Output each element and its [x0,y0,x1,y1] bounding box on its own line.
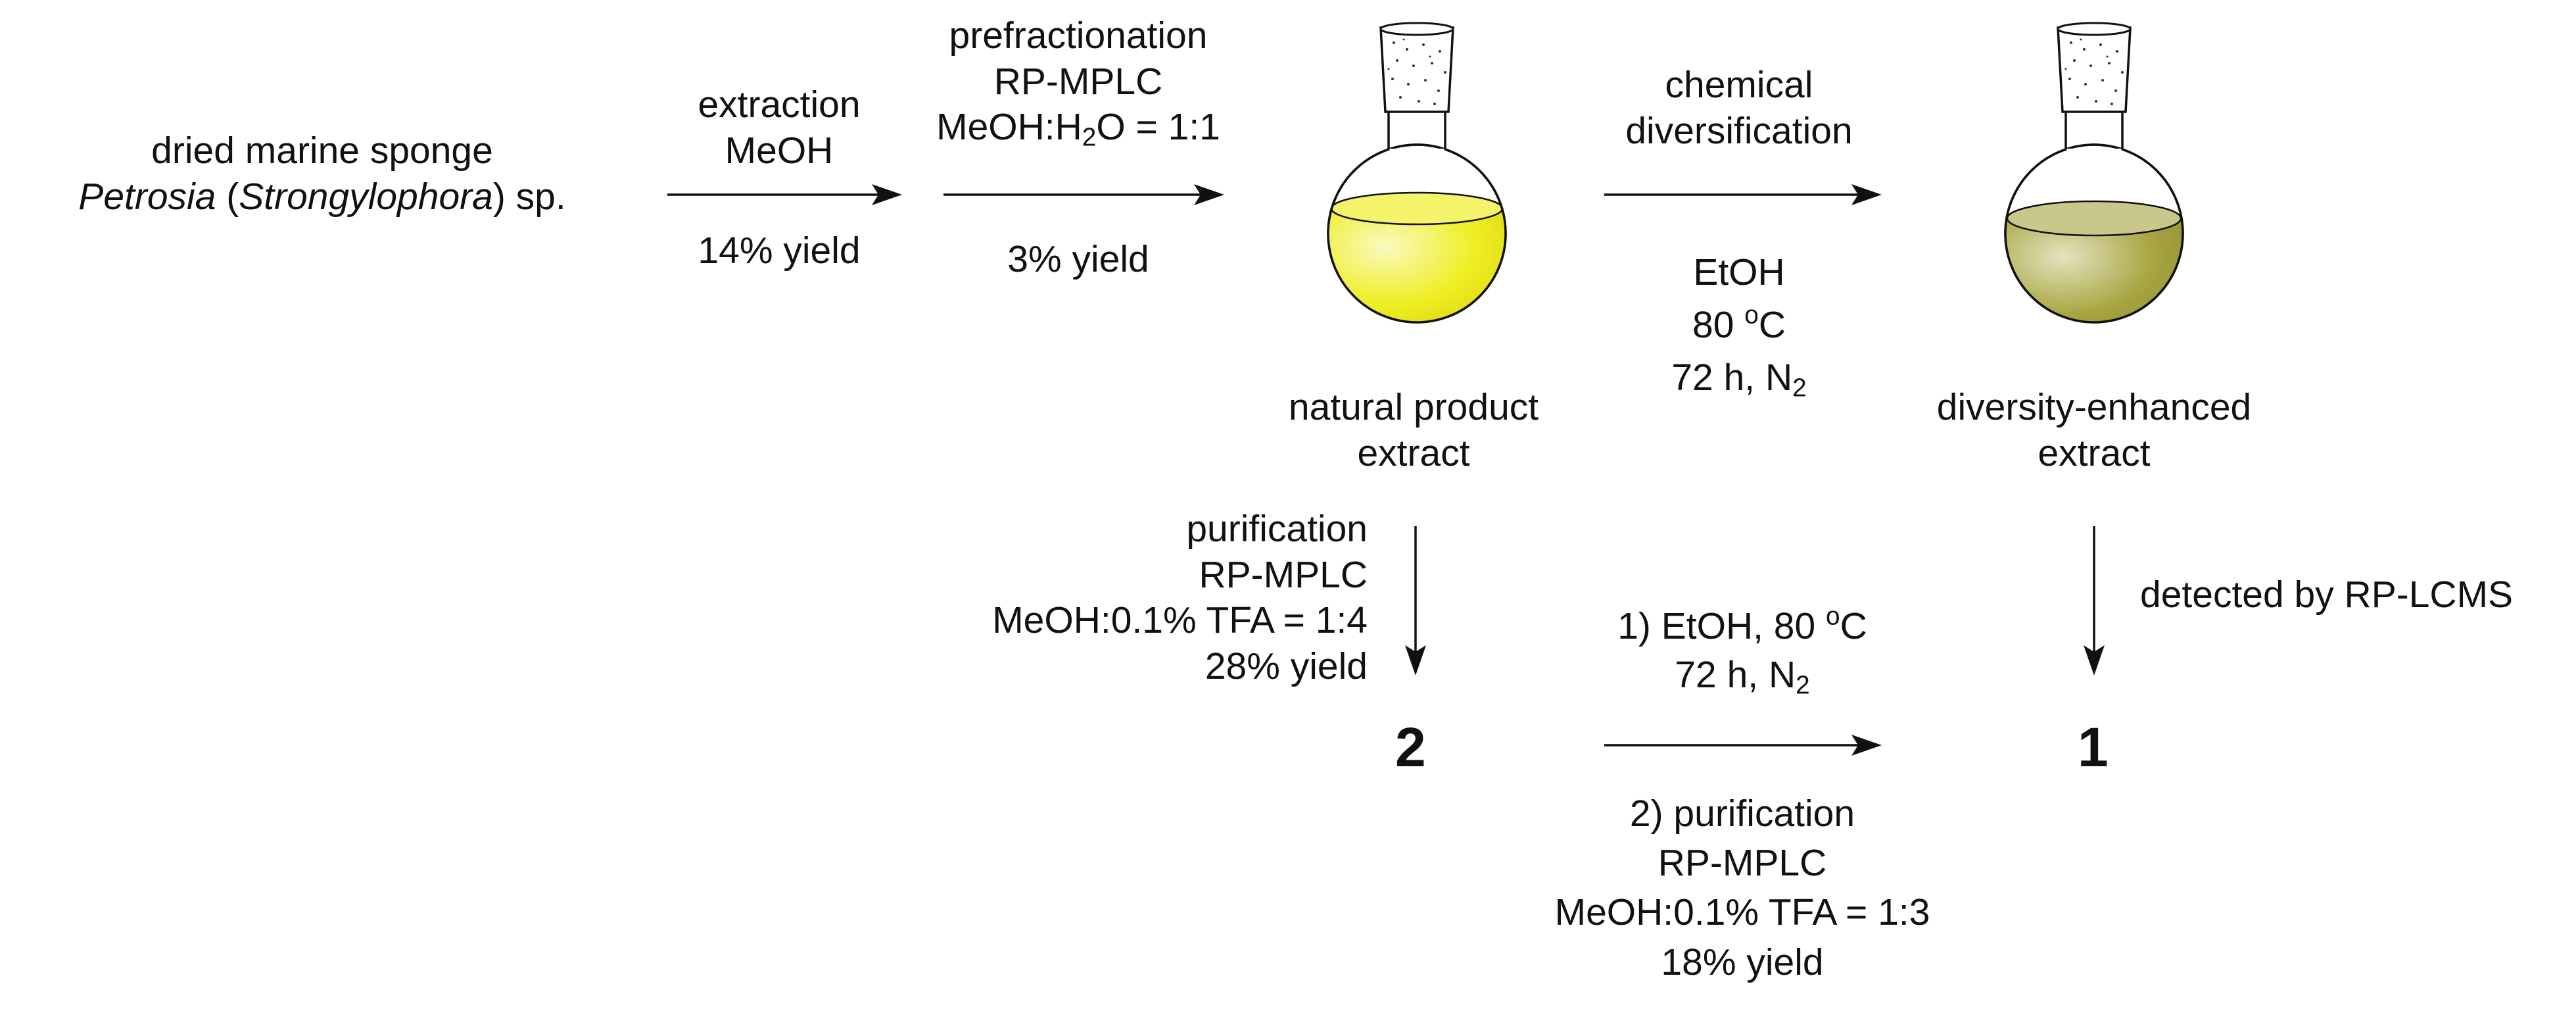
extraction-yield: 14% yield [698,230,861,272]
detection-label: detected by RP-LCMS [2140,574,2514,616]
compound-2-label: 2 [1395,716,1426,778]
conversion-line3: 2) purification [1629,793,1855,835]
diversity-extract-flask-icon [2004,22,2184,324]
conversion-conditions-bottom: 2) purification RP-MPLC MeOH:0.1% TFA = … [1506,789,1979,987]
arrow-detection-down [2084,526,2105,675]
purification-line3: MeOH:0.1% TFA = 1:4 [992,599,1368,642]
arrow-extraction [667,184,902,205]
starting-material-species: Petrosia (Strongylophora) sp. [78,175,566,218]
diversity-extract-line1: diversity-enhanced [1936,386,2252,428]
arrow-conversion [1604,735,1882,756]
purification-line1: purification [1186,508,1368,550]
arrow-purification-down [1405,526,1426,675]
diversification-time: 72 h, N2 [1671,356,1807,403]
prefractionation-line2: RP-MPLC [993,60,1163,103]
extraction-conditions: extraction MeOH [667,82,891,174]
extraction-line1: extraction [698,84,861,126]
natural-product-flask-icon [1327,22,1507,324]
natural-extract-line1: natural product [1288,386,1539,428]
purification-line2: RP-MPLC [1199,553,1368,596]
prefractionation-conditions: prefractionation RP-MPLC MeOH:H2O = 1:1 [917,13,1239,151]
diversity-extract-line2: extract [2038,431,2151,474]
conversion-line2: 72 h, N2 [1675,654,1810,700]
conversion-line5: MeOH:0.1% TFA = 1:3 [1554,891,1930,934]
conversion-line4: RP-MPLC [1658,842,1827,885]
prefractionation-yield: 3% yield [1007,238,1149,280]
conversion-line1: 1) EtOH, 80 oC [1617,602,1867,647]
prefractionation-solvent: MeOH:H2O = 1:1 [936,106,1220,152]
diversification-conditions: EtOH 80 oC 72 h, N2 [1591,247,1887,404]
prefractionation-line1: prefractionation [949,14,1208,57]
diversification-temperature: 80 oC [1692,301,1786,346]
genus-name: Petrosia [78,175,216,218]
starting-material-label: dried marine sponge Petrosia (Strongylop… [0,128,644,220]
arrow-prefractionation [943,184,1224,205]
diversification-label: chemical diversification [1591,62,1887,154]
starting-material-line1: dried marine sponge [151,130,493,172]
diversification-solvent: EtOH [1693,251,1785,293]
diversification-line1: chemical [1665,64,1813,106]
arrow-diversification [1604,184,1882,205]
species-suffix: sp. [515,175,566,218]
diversification-line2: diversification [1625,109,1853,152]
purification-yield: 28% yield [1205,645,1368,687]
extraction-line2: MeOH [725,129,834,172]
subgenus-name: Strongylophora [239,175,493,218]
purification-conditions: purification RP-MPLC MeOH:0.1% TFA = 1:4… [907,506,1368,689]
diversity-extract-label: diversity-enhanced extract [1887,385,2301,476]
natural-extract-line2: extract [1357,431,1470,474]
conversion-yield: 18% yield [1661,941,1824,983]
conversion-conditions-top: 1) EtOH, 80 oC 72 h, N2 [1578,602,1907,699]
natural-extract-label: natural product extract [1229,385,1598,476]
compound-1-label: 1 [2078,716,2109,778]
